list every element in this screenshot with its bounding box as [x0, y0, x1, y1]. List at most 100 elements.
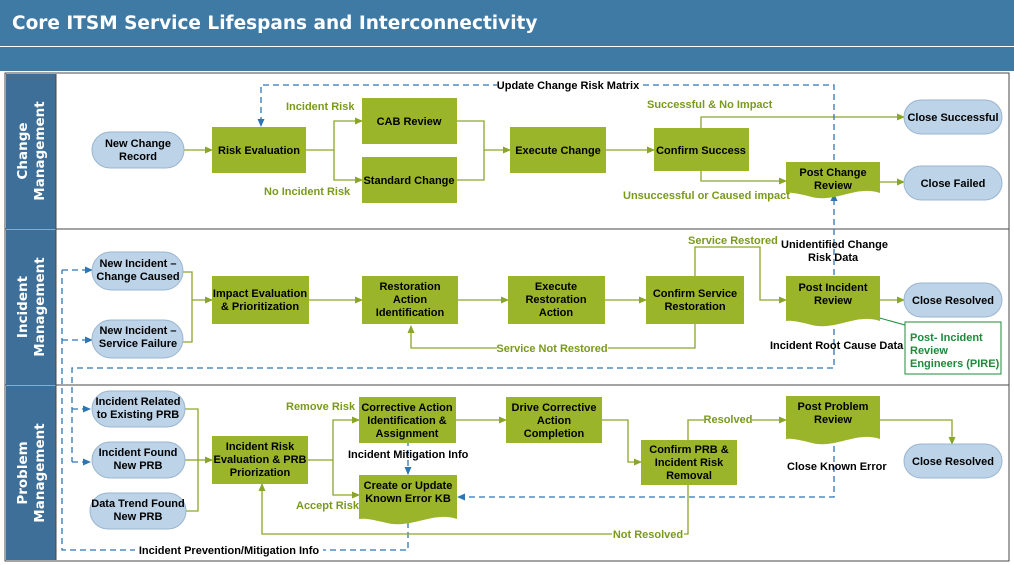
label-incident-risk: Incident Risk	[286, 101, 355, 113]
label-not-resolved: Not Resolved	[613, 529, 683, 541]
svg-text:New Change: New Change	[105, 138, 171, 150]
svg-text:Data Trend Found: Data Trend Found	[91, 498, 185, 510]
node-incident-risk-evaluation: Incident Risk Evaluation & PRB Priorizat…	[212, 436, 308, 484]
label-remove-risk: Remove Risk	[286, 401, 356, 413]
svg-text:Incident Risk: Incident Risk	[655, 457, 724, 469]
node-data-trend-prb: Data Trend Found New PRB	[89, 492, 187, 530]
node-close-resolved-problem: Close Resolved	[903, 443, 1003, 479]
flow-arrow	[700, 171, 787, 185]
flow-arrow	[332, 460, 360, 499]
svg-text:Evaluation & PRB: Evaluation & PRB	[214, 454, 307, 466]
svg-text:Confirm Success: Confirm Success	[656, 145, 746, 157]
node-risk-evaluation: Risk Evaluation	[212, 127, 306, 173]
svg-text:& Prioritization: & Prioritization	[221, 301, 300, 313]
flow-line	[183, 271, 193, 343]
label-incident-root-cause: Incident Root Cause Data	[770, 340, 904, 352]
node-incident-related-prb: Incident Related to Existing PRB	[91, 390, 186, 428]
svg-text:Service Failure: Service Failure	[99, 338, 177, 350]
node-create-known-error-kb: Create or Update Known Error KB	[359, 475, 457, 525]
lane-label-problem-1: Problem	[15, 441, 31, 504]
lane-label-incident-2: Management	[32, 257, 48, 357]
lane-label-change-1: Change	[15, 122, 31, 179]
svg-text:Action: Action	[537, 415, 572, 427]
svg-text:Review: Review	[814, 414, 852, 426]
label-close-known-error: Close Known Error	[787, 461, 887, 473]
node-cab-review: CAB Review	[362, 98, 457, 144]
node-close-failed: Close Failed	[903, 165, 1003, 201]
label-incident-mitigation: Incident Mitigation Info	[348, 449, 469, 461]
svg-text:Close Successful: Close Successful	[907, 112, 998, 124]
svg-text:Restoration: Restoration	[379, 281, 440, 293]
svg-text:Incident Risk: Incident Risk	[226, 441, 295, 453]
svg-text:Known Error KB: Known Error KB	[365, 493, 451, 505]
flow-arrow	[332, 416, 360, 460]
svg-text:Execute Change: Execute Change	[515, 145, 601, 157]
svg-text:Impact Evaluation: Impact Evaluation	[213, 288, 307, 300]
svg-text:to Existing PRB: to Existing PRB	[97, 409, 180, 421]
node-post-problem-review: Post Problem Review	[786, 396, 880, 445]
svg-text:Engineers (PIRE): Engineers (PIRE)	[910, 358, 1000, 370]
node-confirm-success: Confirm Success	[654, 128, 749, 171]
label-unidentified-change-1: Unidentified Change	[781, 239, 888, 251]
label-no-incident-risk: No Incident Risk	[264, 186, 351, 198]
title-bar	[0, 0, 1014, 46]
svg-text:Create or Update: Create or Update	[364, 480, 453, 492]
flow-arrow	[333, 117, 363, 150]
label-successful-no-impact: Successful & No Impact	[647, 99, 773, 111]
flow-arrow	[687, 416, 787, 440]
lane-header-problem	[6, 386, 56, 560]
label-update-change-risk: Update Change Risk Matrix	[497, 80, 640, 92]
node-confirm-service-restoration: Confirm Service Restoration	[646, 276, 744, 324]
lane-header-incident	[6, 230, 56, 385]
pire-callout: Post- Incident Review Engineers (PIRE)	[904, 321, 1002, 375]
svg-text:Post Incident: Post Incident	[798, 282, 867, 294]
svg-text:Identification &: Identification &	[367, 415, 447, 427]
node-new-incident-change-caused: New Incident – Change Caused	[91, 251, 184, 291]
node-drive-corrective-action: Drive Corrective Action Completion	[506, 397, 602, 443]
node-close-resolved-incident: Close Resolved	[903, 282, 1003, 318]
node-execute-restoration: Execute Restoration Action	[508, 276, 605, 324]
label-service-not-restored: Service Not Restored	[496, 343, 607, 355]
svg-text:Incident Found: Incident Found	[99, 447, 178, 459]
svg-text:New PRB: New PRB	[114, 460, 163, 472]
node-execute-change: Execute Change	[510, 127, 606, 173]
flow-arrow	[602, 419, 642, 466]
svg-text:Close Resolved: Close Resolved	[912, 295, 994, 307]
lane-label-incident-1: Incident	[15, 275, 31, 338]
svg-text:New Incident –: New Incident –	[99, 325, 176, 337]
lane-label-problem-2: Management	[32, 423, 48, 523]
label-unidentified-change-2: Risk Data	[808, 252, 859, 264]
page-title: Core ITSM Service Lifespans and Intercon…	[12, 13, 537, 34]
svg-text:Review: Review	[814, 180, 852, 192]
svg-text:Confirm Service: Confirm Service	[653, 288, 737, 300]
svg-text:New PRB: New PRB	[114, 511, 163, 523]
node-close-successful: Close Successful	[903, 99, 1003, 135]
svg-text:Post Problem: Post Problem	[798, 401, 869, 413]
lane-header-change	[6, 74, 56, 229]
node-new-change-record: New Change Record	[91, 131, 185, 169]
svg-text:Post- Incident: Post- Incident	[910, 332, 983, 344]
svg-text:Close Resolved: Close Resolved	[912, 456, 994, 468]
svg-text:Action: Action	[393, 294, 428, 306]
svg-text:Priorization: Priorization	[230, 467, 291, 479]
dashed-arrow-close-known-error	[457, 436, 835, 501]
node-impact-evaluation: Impact Evaluation & Prioritization	[212, 276, 309, 324]
svg-text:Removal: Removal	[666, 470, 712, 482]
label-resolved: Resolved	[704, 414, 753, 426]
node-new-incident-service-failure: New Incident – Service Failure	[91, 319, 184, 359]
flow-arrow	[333, 150, 363, 184]
svg-text:Record: Record	[119, 151, 157, 163]
label-accept-risk: Accept Risk	[296, 500, 360, 512]
svg-text:Risk Evaluation: Risk Evaluation	[218, 145, 300, 157]
node-post-change-review: Post Change Review	[786, 162, 880, 199]
svg-text:Incident Related: Incident Related	[96, 396, 181, 408]
svg-text:Drive Corrective: Drive Corrective	[512, 402, 597, 414]
svg-text:Completion: Completion	[524, 428, 585, 440]
flow-arrow	[258, 483, 689, 535]
flow-arrow	[700, 113, 905, 128]
svg-text:New Incident –: New Incident –	[99, 258, 176, 270]
svg-text:Review: Review	[910, 345, 948, 357]
svg-text:CAB Review: CAB Review	[377, 116, 442, 128]
